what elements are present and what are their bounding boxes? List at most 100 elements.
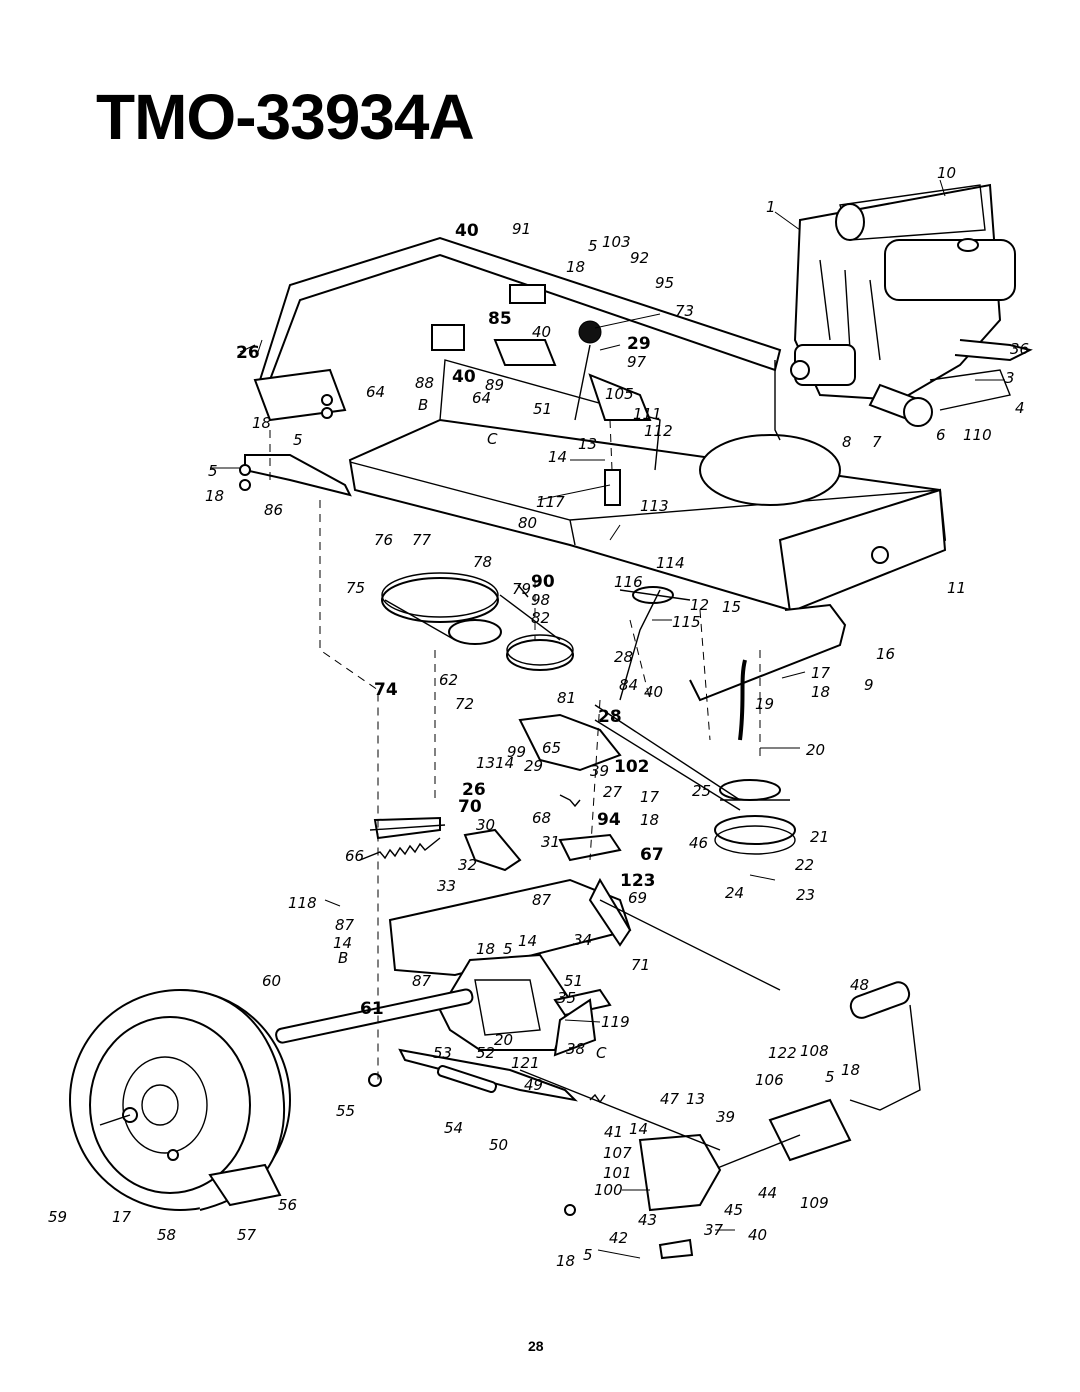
callout-label: 3 <box>1005 369 1015 387</box>
callout-label: 89 <box>485 376 504 394</box>
callout-label: 13 <box>578 435 597 453</box>
callout-label: 87 <box>335 916 355 934</box>
transmission-axle <box>275 877 632 1102</box>
callout-label: 88 <box>415 374 434 392</box>
callout-label: 40 <box>644 683 663 701</box>
callout-label: 108 <box>800 1042 829 1060</box>
callout-label: 29 <box>627 334 651 354</box>
callout-label: 76 <box>374 531 393 549</box>
callout-label: 115 <box>672 613 701 631</box>
callout-label: 92 <box>630 249 649 267</box>
callout-label: 111 <box>633 405 662 423</box>
callout-label: 33 <box>437 877 456 895</box>
callout-label: 58 <box>157 1226 176 1244</box>
callout-label: 34 <box>573 931 592 949</box>
callout-label: 60 <box>262 972 281 990</box>
callout-label: 78 <box>473 553 492 571</box>
callout-label: 95 <box>655 274 674 292</box>
callout-label: 86 <box>264 501 283 519</box>
callout-label: 118 <box>288 894 317 912</box>
callout-label: 103 <box>602 233 631 251</box>
callout-label: 41 <box>604 1123 623 1141</box>
callout-label: 11 <box>947 579 966 597</box>
callout-label: 12 <box>690 596 709 614</box>
callout-label: 64 <box>366 383 385 401</box>
rear-wheel <box>69 989 291 1211</box>
callout-label: 26 <box>236 343 260 363</box>
callout-label: 8 <box>842 433 852 451</box>
callout-label: 47 <box>660 1090 680 1108</box>
callout-label: 106 <box>755 1071 784 1089</box>
callout-label: 69 <box>628 889 647 907</box>
callout-label: 119 <box>601 1013 630 1031</box>
callout-label: 40 <box>748 1226 767 1244</box>
callout-label: 9 <box>864 676 874 694</box>
callout-label: 55 <box>336 1102 355 1120</box>
callout-label: 59 <box>48 1208 67 1226</box>
callout-label: 40 <box>532 323 551 341</box>
callout-label: 75 <box>346 579 365 597</box>
callout-label: 28 <box>614 648 633 666</box>
callout-label: 18 <box>556 1252 575 1270</box>
callout-label: 6 <box>936 426 946 444</box>
callout-label: 97 <box>627 353 647 371</box>
callout-label: 18 <box>811 683 830 701</box>
callout-label: 28 <box>598 707 622 727</box>
callout-label: 30 <box>476 816 495 834</box>
page-number: 28 <box>528 1338 544 1354</box>
callout-label: 14 <box>333 934 352 952</box>
callout-label: 62 <box>439 671 458 689</box>
callout-label: 35 <box>557 989 576 1007</box>
callout-label: 23 <box>796 886 815 904</box>
callout-label: 61 <box>360 999 384 1019</box>
callout-label: 102 <box>614 757 650 777</box>
callout-label: 57 <box>237 1226 257 1244</box>
callout-label: 5 <box>503 940 513 958</box>
callout-label: 70 <box>458 797 482 817</box>
callout-label: 31 <box>541 833 560 851</box>
callout-label: 18 <box>841 1061 860 1079</box>
callout-label: 54 <box>444 1119 463 1137</box>
callout-label: B <box>418 396 428 414</box>
pedal-linkage <box>519 899 921 1260</box>
callout-label: 26 <box>462 780 486 800</box>
callout-label: 81 <box>557 689 576 707</box>
callout-label: 100 <box>594 1181 623 1199</box>
callout-label: 14 <box>629 1120 648 1138</box>
callout-label: 20 <box>494 1031 513 1049</box>
alignment-lines <box>269 419 761 1080</box>
callout-label: 82 <box>531 609 550 627</box>
callout-label: 37 <box>704 1221 724 1239</box>
callout-label: 94 <box>597 810 621 830</box>
callout-label: 49 <box>524 1076 543 1094</box>
callout-label: 40 <box>452 367 476 387</box>
callout-label: 113 <box>640 497 669 515</box>
callout-label: 116 <box>614 573 643 591</box>
callout-label: 7 <box>872 433 882 451</box>
callout-label: 91 <box>512 220 531 238</box>
callout-label: 27 <box>603 783 623 801</box>
callout-label: 4 <box>1015 399 1025 417</box>
callout-label: 66 <box>345 847 364 865</box>
callout-label: 68 <box>532 809 551 827</box>
callout-label: 25 <box>692 782 711 800</box>
callout-label: 14 <box>518 932 537 950</box>
callout-label: 85 <box>488 309 512 329</box>
callout-label: 117 <box>536 493 565 511</box>
engine <box>790 183 1033 427</box>
callout-label: 10 <box>937 164 956 182</box>
callout-label: 21 <box>810 828 829 846</box>
callout-label: 1314 <box>476 754 514 772</box>
callout-label: 43 <box>638 1211 657 1229</box>
callout-label: 51 <box>564 972 583 990</box>
callout-label: 17 <box>811 664 831 682</box>
callout-label: 74 <box>374 680 398 700</box>
callout-label: 52 <box>476 1044 495 1062</box>
callout-label: 107 <box>603 1144 632 1162</box>
callout-label: 53 <box>433 1044 452 1062</box>
callout-label: C <box>487 430 498 448</box>
callout-label: 36 <box>1010 340 1029 358</box>
callout-label: 72 <box>455 695 474 713</box>
callout-label: 5 <box>293 431 303 449</box>
